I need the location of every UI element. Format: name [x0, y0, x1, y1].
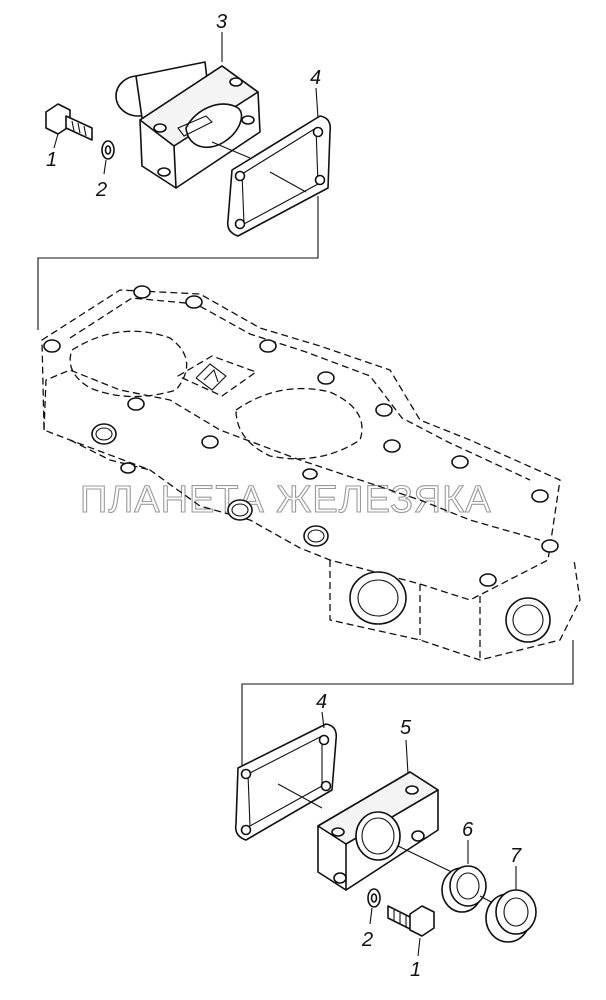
gasket-bottom — [234, 723, 338, 841]
cover-bottom — [317, 771, 439, 891]
leader-bolt-bottom — [417, 937, 421, 957]
gasket-top — [226, 115, 332, 237]
callout-bolt-bottom: 1 — [410, 959, 421, 981]
callout-cover-bottom: 5 — [400, 717, 412, 739]
callout-washer-bottom: 2 — [361, 929, 373, 951]
watermark-text: ПЛАНЕТА ЖЕЛЕЗЯКА — [80, 479, 492, 521]
seal-6 — [441, 865, 487, 913]
callout-seal-7: 7 — [510, 845, 522, 867]
axis-line-gasket-bottom — [277, 783, 323, 809]
axis-line-cover-bottom — [397, 845, 461, 877]
callout-bolt-top: 1 — [46, 149, 57, 171]
callout-seal-6: 6 — [462, 819, 474, 841]
assembly-connector-top — [37, 196, 319, 330]
callout-gasket-top: 4 — [310, 67, 321, 89]
leader-washer-bottom — [369, 907, 373, 925]
bolt-bottom — [387, 905, 435, 937]
callout-washer-top: 2 — [95, 179, 107, 201]
leader-cover-bottom — [405, 739, 409, 775]
axis-line-gasket-top — [269, 171, 307, 193]
washer-bottom — [367, 888, 381, 908]
leader-gasket-bottom — [321, 711, 325, 729]
seal-7 — [485, 889, 537, 943]
assembly-connector-bottom — [241, 640, 574, 770]
callout-flange-top: 3 — [216, 11, 227, 33]
washer-top — [101, 140, 115, 160]
callout-gasket-bottom: 4 — [316, 691, 327, 713]
axis-line-top — [211, 141, 251, 159]
leader-gasket-top — [315, 87, 319, 119]
cylinder-head-dashed — [41, 285, 581, 661]
leader-bolt-top — [53, 133, 59, 149]
leader-washer-top — [103, 159, 107, 175]
flange-top — [115, 61, 261, 189]
bolt-top — [45, 103, 93, 141]
